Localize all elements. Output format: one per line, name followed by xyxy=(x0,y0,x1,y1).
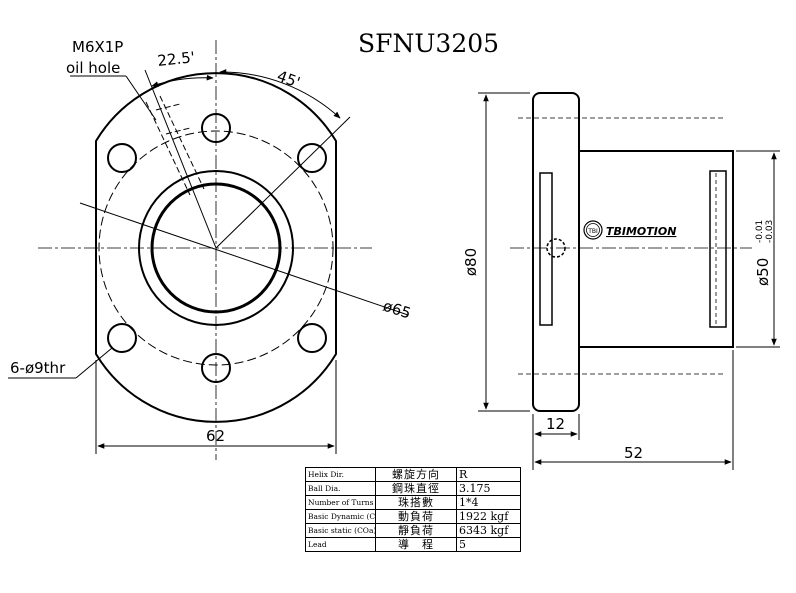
brand-name: TBIMOTION xyxy=(606,225,676,238)
spec-value: 3.175 xyxy=(456,481,521,496)
angle-small-label: 22.5' xyxy=(157,48,196,70)
flange-width-label: 62 xyxy=(206,427,225,445)
spec-en-label: Lead xyxy=(305,537,376,552)
bolt-hole xyxy=(297,143,327,173)
front-view xyxy=(8,40,409,460)
spec-zh-label: 鋼珠直徑 xyxy=(375,481,457,496)
spec-en-label: Helix Dir. xyxy=(305,467,376,482)
bolt-hole xyxy=(107,323,137,353)
drawing-title: SFNU3205 xyxy=(358,29,499,58)
spec-en-label: Ball Dia. xyxy=(305,481,376,496)
spec-value: R xyxy=(456,467,521,482)
pitch-circle xyxy=(98,130,334,366)
flange-diameter-label: ø80 xyxy=(462,248,480,276)
oil-hole-thread-label: M6X1P xyxy=(72,38,123,56)
bolt-hole xyxy=(297,323,327,353)
spec-value: 1922 kgf xyxy=(456,509,521,524)
body-diameter-label: ø50 xyxy=(754,258,772,286)
tolerance-lower: -0.03 xyxy=(765,220,775,243)
spec-zh-label: 靜負荷 xyxy=(375,523,457,538)
bolt-hole xyxy=(107,143,137,173)
spec-value: 5 xyxy=(456,537,521,552)
bore-inner xyxy=(150,182,282,314)
spec-zh-label: 導 程 xyxy=(375,537,457,552)
pitch-circle-label: ø65 xyxy=(381,297,413,323)
bore-outer xyxy=(138,170,294,326)
brand-logo-icon xyxy=(583,220,603,240)
bolt-hole xyxy=(201,113,231,143)
bolt-holes-label: 6-ø9thr xyxy=(10,359,66,377)
brand-logo-text: TBI xyxy=(587,228,598,235)
flange-thickness-label: 12 xyxy=(546,415,565,433)
side-body xyxy=(578,150,734,348)
bolt-hole xyxy=(201,353,231,383)
spec-value: 6343 kgf xyxy=(456,523,521,538)
spec-en-label: Basic Dynamic (Ca) xyxy=(305,509,376,524)
spec-en-label: Number of Turns xyxy=(305,495,376,510)
spec-zh-label: 動負荷 xyxy=(375,509,457,524)
spec-value: 1*4 xyxy=(456,495,521,510)
spec-en-label: Basic static (COa) xyxy=(305,523,376,538)
spec-zh-label: 螺旋方向 xyxy=(375,467,457,482)
tolerance-upper: -0.01 xyxy=(755,220,765,243)
total-length-label: 52 xyxy=(624,444,643,462)
side-view xyxy=(478,92,780,470)
oil-hole-label: oil hole xyxy=(66,59,120,77)
spec-zh-label: 珠搭數 xyxy=(375,495,457,510)
